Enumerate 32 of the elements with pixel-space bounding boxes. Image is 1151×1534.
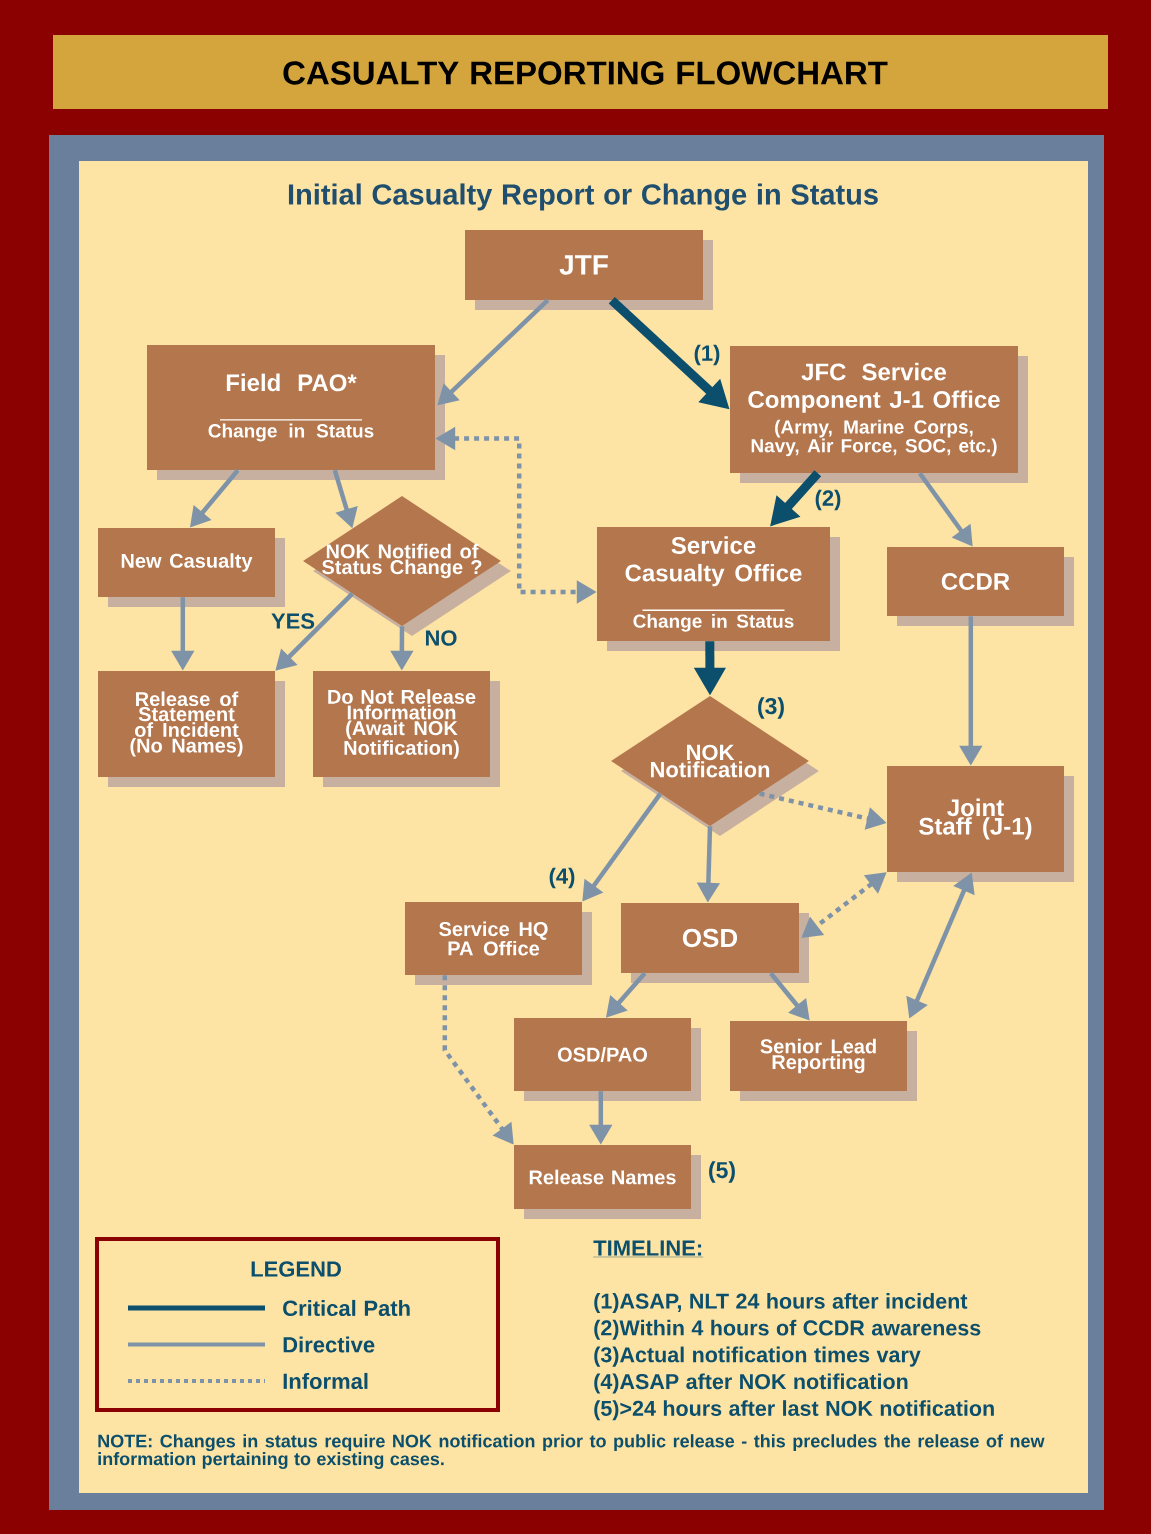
edge-label: (4) — [549, 867, 575, 889]
step-number: (3) — [758, 697, 784, 719]
timeline-item: (1)ASAP, NLT 24 hours after incident — [594, 1293, 968, 1314]
process-box: JTF — [465, 230, 713, 310]
timeline-item: (3)Actual notification times vary — [594, 1346, 921, 1367]
process-box: Service HQ PA Office — [405, 902, 592, 985]
title-banner: CASUALTY REPORTING FLOWCHART — [53, 35, 1108, 109]
process-box: Release Names — [514, 1145, 701, 1219]
legend-text: Informal — [283, 1372, 368, 1390]
note: NOTE: Changes in status require NOK notification prior to public release - this precludes the release of new information pertaining to existing cases. — [98, 1434, 1045, 1469]
edge-label: (2) — [815, 489, 841, 511]
timeline-item: (5)>24 hours after last NOK notification — [594, 1400, 994, 1421]
process-box: Release of Statement of Incident (No Names) — [98, 671, 285, 787]
step-number: (5) — [709, 1161, 735, 1183]
process-box: OSD/PAO — [514, 1018, 701, 1101]
process-box: JFC Service Component J-1 Office (Army, Marine Corps, Navy, Air Force, SOC, etc.) — [730, 346, 1028, 483]
process-box: Senior Lead Reporting — [730, 1021, 917, 1101]
legend-text: Critical Path — [283, 1299, 410, 1317]
legend-heading: LEGEND — [251, 1261, 341, 1277]
process-box: Joint Staff (J-1) — [887, 766, 1074, 882]
timeline-item: (4)ASAP after NOK notification — [594, 1373, 908, 1394]
process-box: OSD — [621, 903, 809, 983]
subtitle: Initial Casualty Report or Change in Status — [288, 183, 878, 211]
timeline-heading: TIMELINE: — [593, 1240, 704, 1258]
process-box: Do Not Release Information (Await NOK Notification) — [313, 671, 500, 787]
process-box: Service Casualty Office Change in Status — [597, 527, 840, 651]
process-box: CCDR — [887, 547, 1074, 626]
process-box: Field PAO* Change in Status — [147, 345, 445, 480]
timeline-item: (2)Within 4 hours of CCDR awareness — [594, 1319, 981, 1340]
process-box: New Casualty — [98, 528, 285, 607]
edge-label: (1) — [694, 344, 720, 366]
legend-text: Directive — [283, 1336, 375, 1353]
